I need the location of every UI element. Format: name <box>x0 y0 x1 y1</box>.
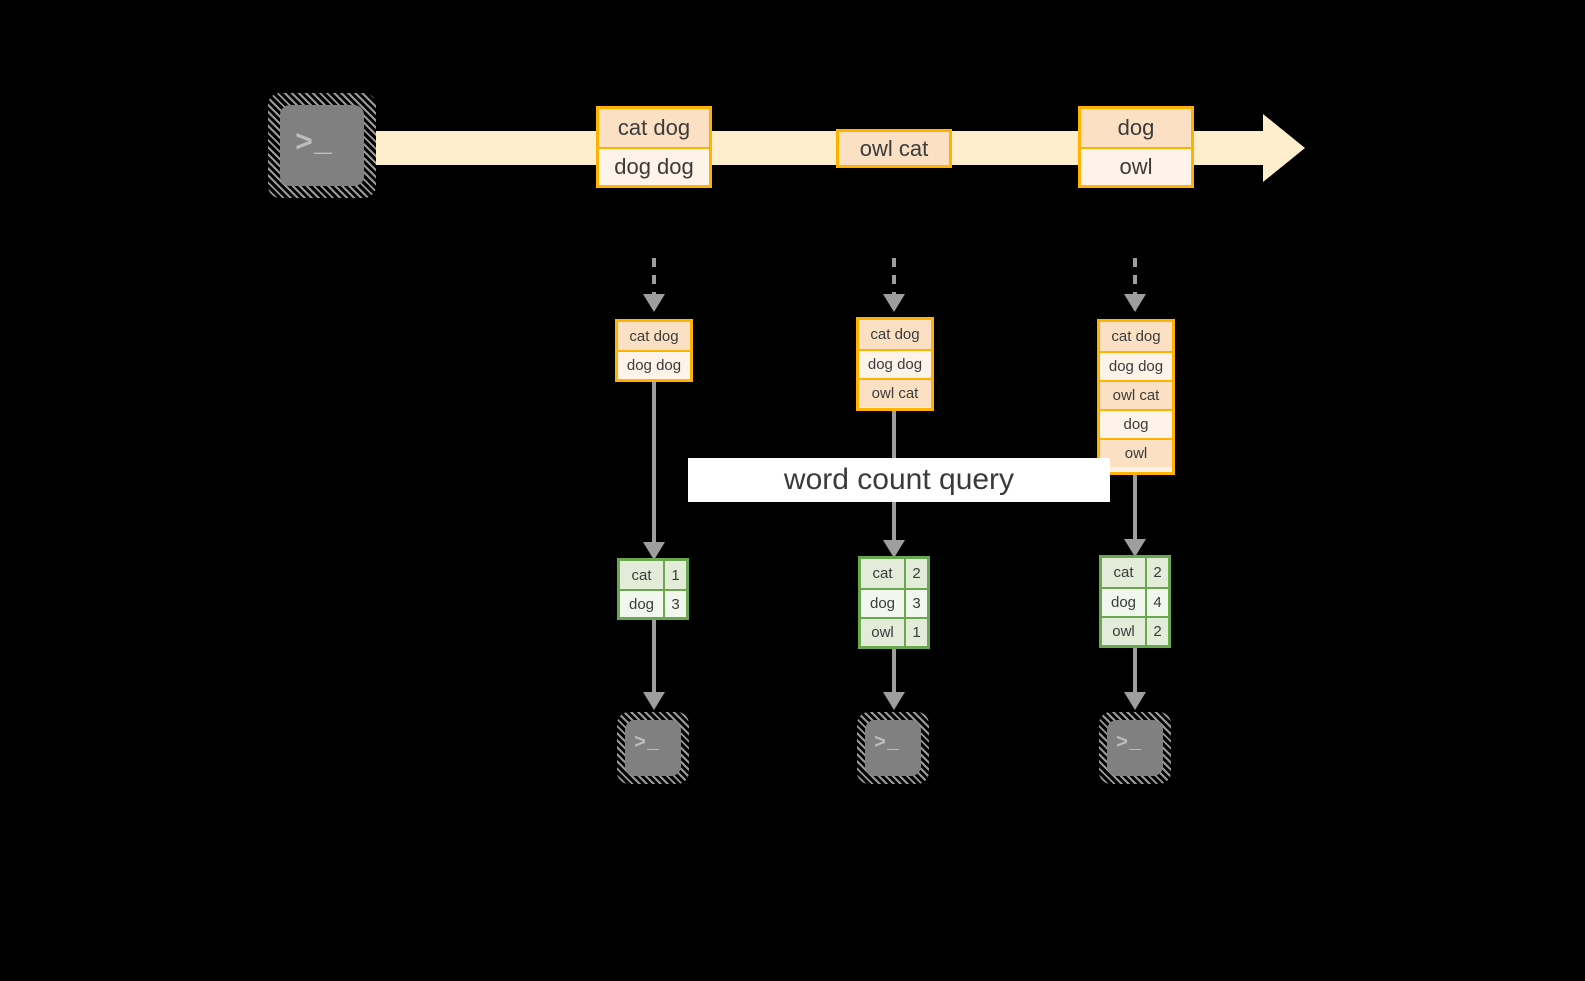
sink-line-3 <box>1133 648 1137 696</box>
tap-arrowhead-2 <box>883 294 905 312</box>
tap-arrowhead-1 <box>643 294 665 312</box>
word-cell: cat <box>861 559 906 588</box>
tap-line-2 <box>892 258 896 296</box>
snapshot-3-count-table: cat 2 dog 4 owl 2 <box>1099 555 1171 648</box>
input-line: dog dog <box>1100 351 1172 380</box>
query-arrowhead-3 <box>1124 539 1146 557</box>
input-line: owl cat <box>1100 380 1172 409</box>
record-line: dog dog <box>599 147 709 185</box>
input-line: cat dog <box>859 320 931 349</box>
record-line: owl <box>1081 147 1191 185</box>
stream-record-3: dog owl <box>1078 106 1194 188</box>
word-cell: dog <box>1102 589 1147 616</box>
snapshot-3-input-table: cat dog dog dog owl cat dog owl <box>1097 319 1175 475</box>
count-cell: 1 <box>906 619 927 646</box>
record-line: dog <box>1081 109 1191 147</box>
terminal-prompt-glyph: >_ <box>1116 732 1143 755</box>
record-line: owl cat <box>839 132 949 165</box>
table-row: owl 2 <box>1102 616 1168 645</box>
terminal-face <box>1107 720 1163 776</box>
table-row: cat 2 <box>1102 558 1168 587</box>
table-row: cat 1 <box>620 561 686 589</box>
word-cell: cat <box>1102 558 1147 587</box>
word-cell: dog <box>620 591 665 617</box>
terminal-prompt-glyph: >_ <box>295 127 334 161</box>
word-cell: owl <box>1102 618 1147 645</box>
count-cell: 2 <box>1147 558 1168 587</box>
word-cell: cat <box>620 561 665 589</box>
terminal-prompt-glyph: >_ <box>874 732 901 755</box>
sink-terminal-icon-3[interactable]: >_ <box>1099 712 1171 784</box>
word-cell: dog <box>861 590 906 617</box>
tap-line-3 <box>1133 258 1137 296</box>
tap-arrowhead-3 <box>1124 294 1146 312</box>
table-row: dog 3 <box>861 588 927 617</box>
snapshot-1-count-table: cat 1 dog 3 <box>617 558 689 620</box>
query-label: word count query <box>688 458 1110 502</box>
table-row: dog 4 <box>1102 587 1168 616</box>
input-line: owl <box>1100 438 1172 467</box>
input-line: cat dog <box>1100 322 1172 351</box>
input-line: cat dog <box>618 322 690 350</box>
snapshot-2-count-table: cat 2 dog 3 owl 1 <box>858 556 930 649</box>
query-arrowhead-2 <box>883 540 905 558</box>
snapshot-1-input-table: cat dog dog dog <box>615 319 693 382</box>
stream-band-arrowhead <box>1263 114 1305 182</box>
snapshot-2-input-table: cat dog dog dog owl cat <box>856 317 934 411</box>
terminal-prompt-glyph: >_ <box>634 732 661 755</box>
word-cell: owl <box>861 619 906 646</box>
record-line: cat dog <box>599 109 709 147</box>
table-row: cat 2 <box>861 559 927 588</box>
count-cell: 2 <box>906 559 927 588</box>
terminal-face <box>625 720 681 776</box>
count-cell: 4 <box>1147 589 1168 616</box>
sink-line-2 <box>892 649 896 696</box>
sink-terminal-icon-1[interactable]: >_ <box>617 712 689 784</box>
table-row: dog 3 <box>620 589 686 617</box>
input-line: dog <box>1100 409 1172 438</box>
tap-line-1 <box>652 258 656 296</box>
query-arrowhead-1 <box>643 542 665 560</box>
count-cell: 3 <box>665 591 686 617</box>
source-terminal-icon[interactable]: >_ <box>268 93 376 198</box>
sink-arrowhead-3 <box>1124 692 1146 710</box>
table-row: owl 1 <box>861 617 927 646</box>
input-line: dog dog <box>859 349 931 378</box>
query-line-3 <box>1133 475 1137 544</box>
count-cell: 2 <box>1147 618 1168 645</box>
stream-record-1: cat dog dog dog <box>596 106 712 188</box>
sink-terminal-icon-2[interactable]: >_ <box>857 712 929 784</box>
count-cell: 1 <box>665 561 686 589</box>
sink-arrowhead-2 <box>883 692 905 710</box>
terminal-face <box>865 720 921 776</box>
input-line: dog dog <box>618 350 690 378</box>
terminal-face <box>280 105 364 186</box>
count-cell: 3 <box>906 590 927 617</box>
query-line-1 <box>652 382 656 548</box>
input-line: owl cat <box>859 378 931 407</box>
sink-line-1 <box>652 620 656 696</box>
sink-arrowhead-1 <box>643 692 665 710</box>
stream-record-2: owl cat <box>836 129 952 168</box>
